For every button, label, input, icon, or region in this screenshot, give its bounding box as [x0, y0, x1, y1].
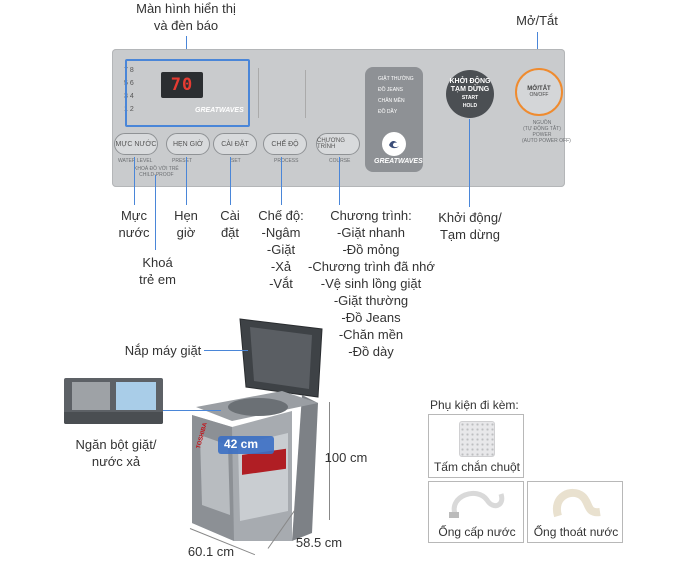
timer-button[interactable]: HẸN GIỜ — [166, 133, 210, 155]
leader-process — [281, 157, 282, 205]
start-pause-button[interactable]: KHỞI ĐỘNG TẠM DỪNG START HOLD — [446, 70, 494, 118]
mouse-guard-label: Tấm chắn chuột — [433, 460, 521, 474]
mouse-guard-image — [459, 421, 495, 457]
label-process: Chế độ: -Ngâm -Giặt -Xả -Vắt — [258, 208, 304, 291]
leader-water-level — [134, 157, 135, 205]
washing-machine-illustration — [192, 318, 323, 541]
display-highlight-frame — [125, 59, 250, 127]
leader-drawer — [163, 410, 221, 411]
side-width-value: 58.5 cm — [295, 535, 343, 550]
leader-child-lock — [155, 175, 156, 250]
accessories-title: Phụ kiện đi kèm: — [430, 398, 519, 412]
leader-timer — [186, 157, 187, 205]
height-value: 100 cm — [324, 450, 368, 465]
accessory-mouse-guard: Tấm chắn chuột — [428, 414, 524, 478]
preset-sublabel: PRESET — [172, 158, 193, 164]
wave-logo-icon — [382, 132, 406, 156]
depth-marker — [218, 436, 274, 454]
greatwaves-logo: GREATWAVES — [374, 158, 423, 165]
water-level-sublabel: WATER LEVEL — [118, 158, 153, 164]
drain-hose-image — [552, 488, 601, 518]
set-sublabel: SET — [231, 158, 241, 164]
course-list: GIẶT THƯỜNG ĐỒ JEANS CHĂN MỀN ĐỒ DẦY — [378, 76, 414, 115]
process-sublabel: PROCESS — [274, 158, 299, 164]
drain-hose-label: Ống thoát nước — [533, 525, 619, 539]
label-start: Khởi động/Tạm dừng — [438, 210, 502, 242]
inlet-hose-image — [449, 490, 505, 518]
process-indicators — [258, 68, 298, 118]
leader-start — [469, 119, 470, 207]
leader-set — [230, 157, 231, 205]
power-button[interactable]: MỞ/TẮT ON/OFF — [515, 68, 563, 116]
water-level-button[interactable]: MỰC NƯỚC — [114, 133, 158, 155]
inlet-hose-label: Ống cấp nước — [438, 525, 516, 539]
process-indicators-2 — [305, 70, 355, 118]
callout-screen: Màn hình hiển thị và đèn báo — [136, 1, 236, 33]
power-note: NGUỒN (TỰ ĐỘNG TẮT) POWER (AUTO POWER OF… — [522, 120, 571, 144]
label-lid: Nắp máy giặt — [124, 343, 202, 358]
front-width-value: 60.1 cm — [187, 544, 235, 559]
label-course: Chương trình: -Giặt nhanh -Đồ mỏng -Chươ… — [308, 208, 435, 359]
height-dimension-line — [329, 402, 330, 520]
leader-screen — [186, 36, 187, 59]
leader-course — [339, 157, 340, 205]
greatwaves-logo-small: GREATWAVES — [195, 107, 244, 114]
child-lock-sublabel: KHOÁ ĐỒ VỚI TRẺ CHILD-PROOF — [134, 166, 179, 178]
accessory-drain-hose: Ống thoát nước — [527, 481, 623, 543]
digital-display: 70 — [161, 72, 203, 98]
leader-lid — [204, 350, 248, 351]
set-button[interactable]: CÀI ĐẶT — [213, 133, 257, 155]
callout-power: Mở/Tắt — [516, 13, 558, 28]
course-button[interactable]: CHƯƠNG TRÌNH — [316, 133, 360, 155]
depth-value: 42 cm — [224, 437, 259, 451]
process-button[interactable]: CHẾ ĐỘ — [263, 133, 307, 155]
detergent-drawer-photo — [64, 378, 163, 424]
accessory-inlet-hose: Ống cấp nước — [428, 481, 524, 543]
label-drawer: Ngăn bột giặt/nước xả — [75, 437, 157, 469]
